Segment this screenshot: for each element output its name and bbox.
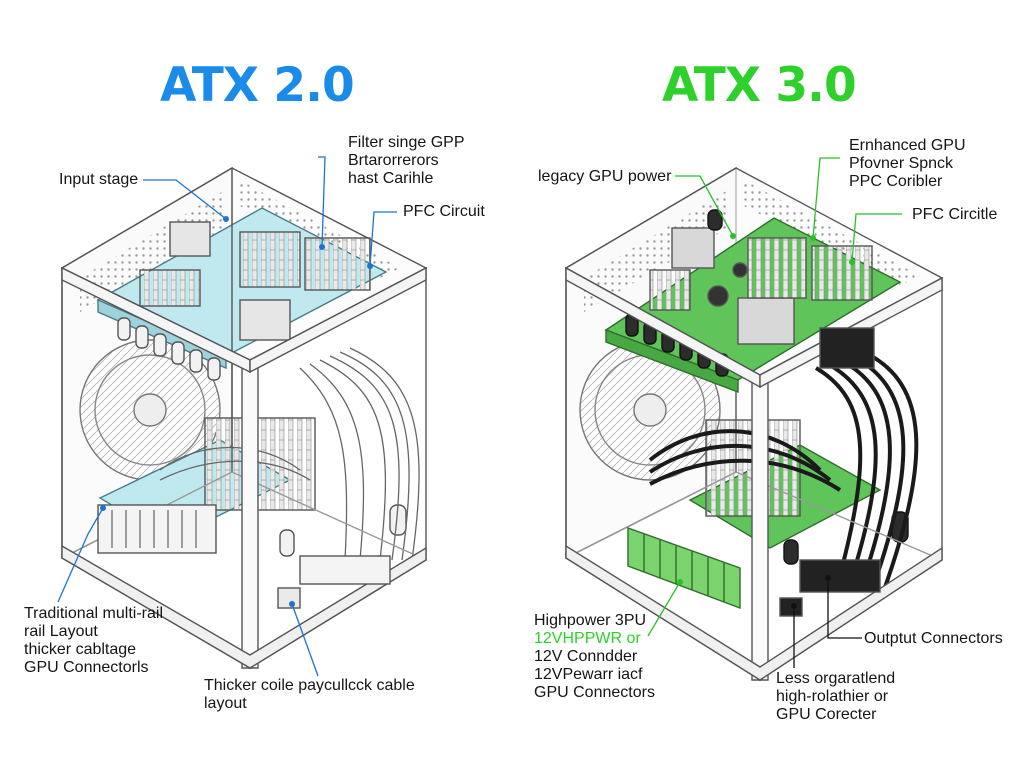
right-cable-bundle (648, 350, 919, 591)
atx-3-title: ATX 3.0 (662, 58, 857, 113)
atx-2-title: ATX 2.0 (160, 58, 355, 113)
left-psu-illustration (60, 166, 428, 670)
label-enhanced-gpu: Ernhanced GPU Pfovner Spnck PPC Coribler (849, 137, 966, 190)
right-fan (579, 339, 721, 481)
left-main-heatsink (204, 417, 316, 511)
label-pfc-circuit-right: PFC Circitle (912, 206, 998, 223)
label-input-stage: Input stage (59, 171, 139, 188)
label-less-organized: Less orgaratlend high-rolathier or GPU C… (776, 670, 896, 723)
label-traditional-multirail: Traditional multi-rail rail Layout thick… (24, 605, 163, 676)
right-black-leader-lines (791, 575, 862, 668)
left-leader-lines (57, 156, 397, 677)
right-green-connector (627, 527, 741, 610)
right-leader-lines (647, 157, 902, 637)
left-connector-block (97, 504, 217, 554)
label-pfc-circuit-left: PFC Circuit (403, 203, 485, 220)
label-filter-stage: Filter singe GPP Brtarorrerors hast Cari… (348, 134, 465, 187)
label-legacy-gpu-power: legacy GPU power (538, 168, 672, 185)
label-thicker-cable: Thicker coile paycullcck cable layout (204, 677, 415, 712)
label-output-connectors: Outptut Connectors (864, 630, 1003, 647)
left-fan (79, 339, 221, 481)
label-highpower-gpu: Highpower 3PU 12VHPPWR or 12V Conndder 1… (534, 612, 655, 701)
left-cable-bundle (159, 347, 420, 561)
right-psu-illustration (564, 166, 944, 682)
